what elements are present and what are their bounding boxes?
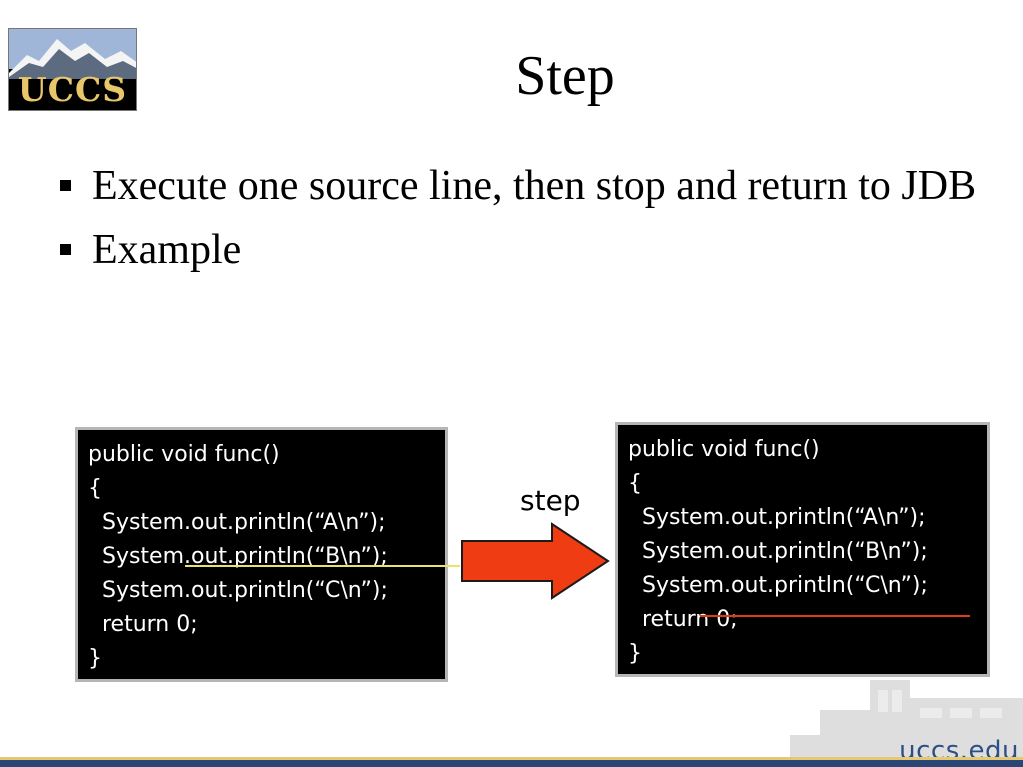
code-line: public void func() [628,437,820,462]
bullet-item: Example [56,224,996,276]
logo-text: UCCS [17,70,128,109]
bullet-square-icon [60,244,71,255]
code-before-step: public void func() { System.out.println(… [75,427,448,682]
bullet-list: Execute one source line, then stop and r… [56,160,996,288]
code-line: System.out.println(“C\n”); [88,578,388,603]
footer-bar [0,757,1023,767]
bullet-square-icon [60,180,71,191]
current-line-marker-before [185,565,460,567]
bullet-text: Execute one source line, then stop and r… [92,163,977,209]
code-after-step: public void func() { System.out.println(… [615,422,990,677]
code-line: System.out.println(“A\n”); [628,505,926,530]
uccs-logo: UCCS [8,28,137,111]
current-line-marker-after [700,615,970,617]
code-line: System.out.println(“A\n”); [88,510,386,535]
right-arrow-icon [461,522,610,600]
bullet-text: Example [92,227,242,273]
slide-title: Step [515,45,615,107]
code-line: } [628,641,642,666]
code-line: { [88,476,102,501]
code-line: return 0; [628,607,738,632]
code-line: System.out.println(“B\n”); [628,539,928,564]
mountain-icon [9,29,136,79]
code-line: public void func() [88,442,280,467]
building-watermark-icon [790,680,1023,757]
code-line: { [628,471,642,496]
code-line: System.out.println(“C\n”); [628,573,928,598]
step-label: step [520,484,581,517]
code-line: return 0; [88,612,198,637]
code-line: } [88,646,102,671]
bullet-item: Execute one source line, then stop and r… [56,160,996,212]
code-line: System.out.println(“B\n”); [88,544,388,569]
